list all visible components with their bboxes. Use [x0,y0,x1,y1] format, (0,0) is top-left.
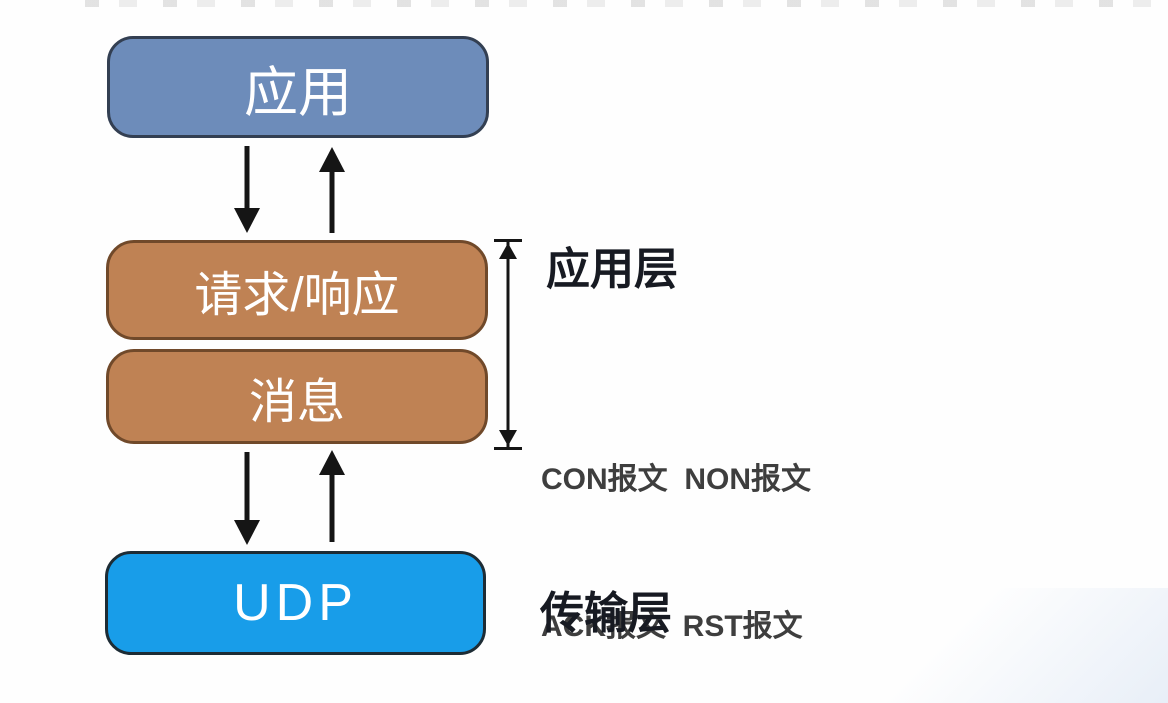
message-types-line2: ACK报文 RST报文 [541,610,803,643]
message-types-text: CON报文 NON报文 ACK报文 RST报文 [541,357,811,703]
up-arrow-udp-to-coap [318,450,346,542]
application-box: 应用 [107,36,489,138]
corner-shade [838,588,1168,703]
bracket-line [506,242,510,447]
bracket-arrow-up-icon [499,243,517,259]
down-arrow-coap-to-udp [233,452,261,545]
message-box: 消息 [106,349,488,444]
message-box-label: 消息 [248,375,345,429]
request-response-box: 请求/响应 [106,240,488,340]
udp-box: UDP [105,551,486,655]
arrow-head-icon [234,208,260,233]
bracket-top-cap [494,239,522,242]
application-layer-span-bracket [493,239,523,450]
message-types-line1: CON报文 NON报文 [541,463,811,496]
arrow-head-icon [234,520,260,545]
cropped-text-artifacts [85,0,1168,7]
arrow-shaft [244,146,250,211]
arrow-shaft [329,472,335,542]
bracket-bottom-cap [494,447,522,450]
arrow-head-icon [319,147,345,172]
down-arrow-app-to-coap [233,146,261,233]
bracket-arrow-down-icon [499,430,517,446]
application-layer-label: 应用层 [546,245,678,294]
application-box-label: 应用 [244,62,352,123]
arrow-shaft [329,169,335,233]
udp-box-label: UDP [233,574,358,632]
up-arrow-coap-to-app [318,147,346,233]
transport-layer-label: 传输层 [540,589,672,638]
request-response-box-label: 请求/响应 [194,269,400,322]
arrow-shaft [244,452,250,523]
arrow-head-icon [319,450,345,475]
